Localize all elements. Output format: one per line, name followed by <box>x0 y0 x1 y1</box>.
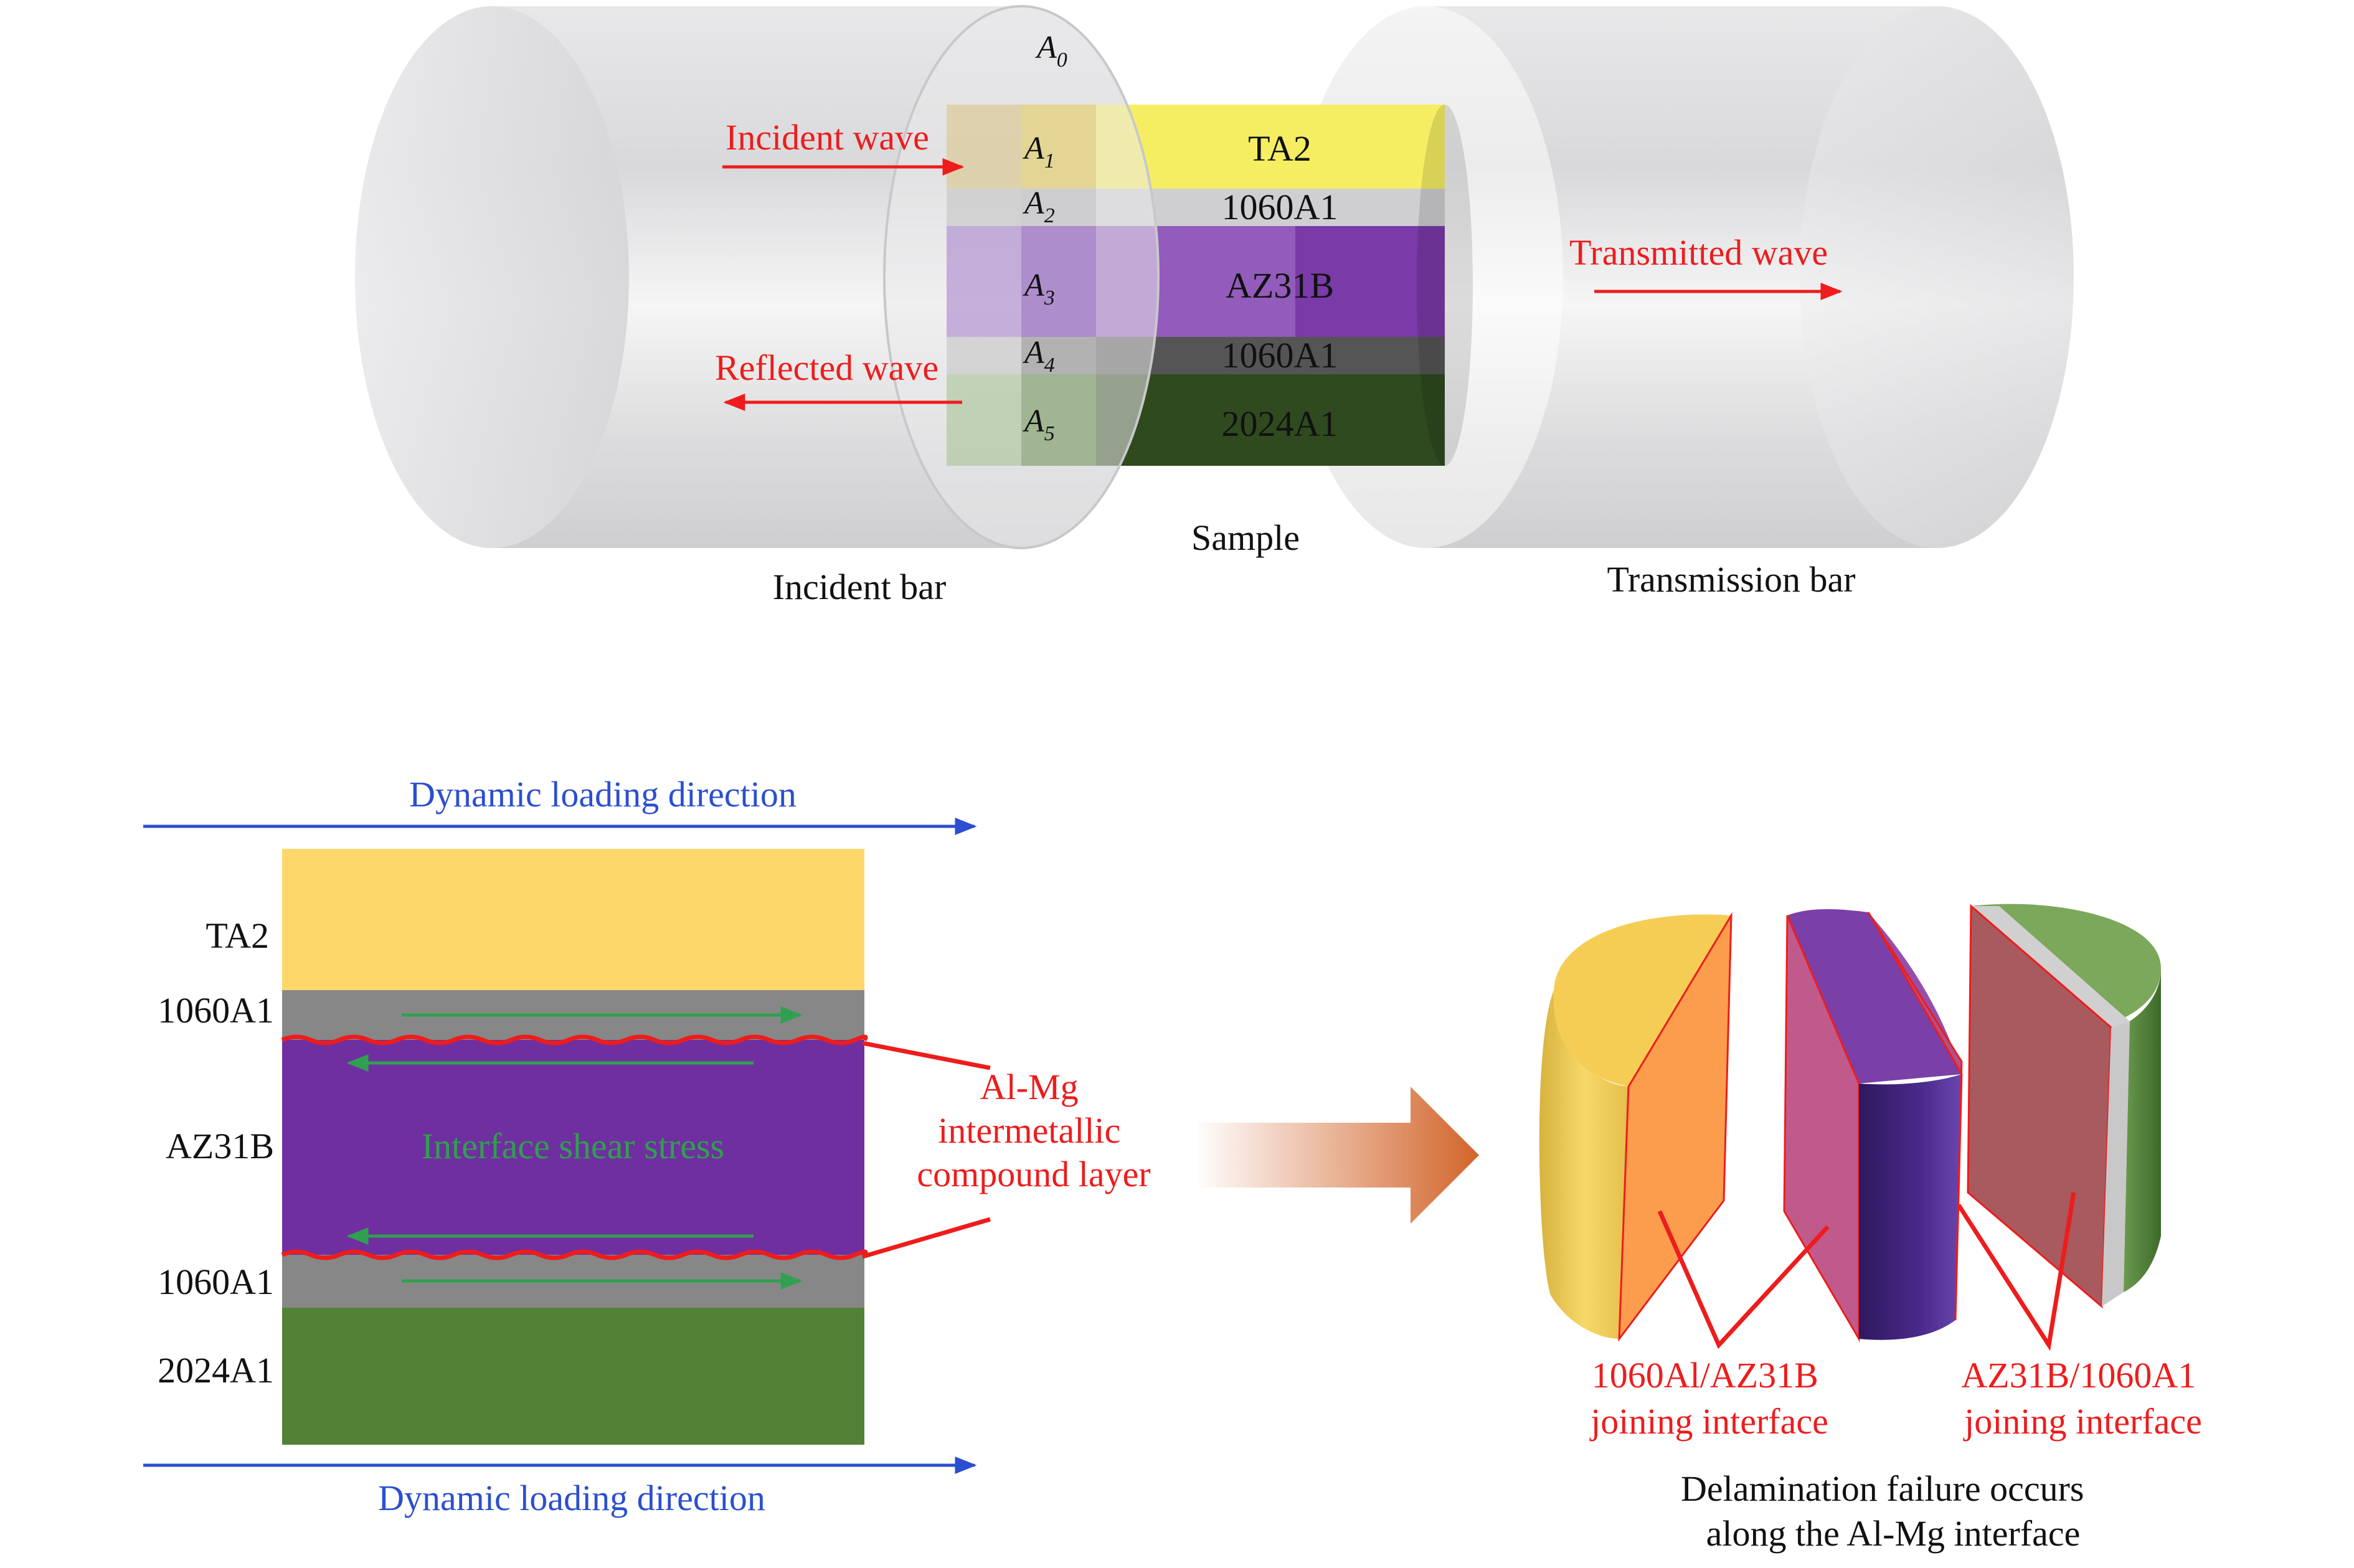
failure-caption: Delamination failure occurs along the Al… <box>1681 1468 2093 1554</box>
incident-bar-caption: Incident bar <box>773 567 947 607</box>
leader-left-interface <box>1657 1210 1830 1349</box>
area-label-a3: A3 <box>1023 268 1055 309</box>
layer-ta2 <box>282 849 864 990</box>
area-label-a2: A2 <box>1023 186 1055 227</box>
sample-label-1060a1-top: 1060A1 <box>1222 187 1338 227</box>
incident-bar-end-face <box>883 5 1160 549</box>
transmitted-wave-label: Transmitted wave <box>1569 232 1828 273</box>
loading-direction-bottom-label: Dynamic loading direction <box>378 1478 765 1518</box>
imc-leader-bottom <box>862 1217 991 1259</box>
area-labels: A0 A1 A2 A3 A4 A5 <box>1023 30 1067 445</box>
failed-sample: 1060Al/AZ31B joining interface AZ31B/106… <box>1539 904 2205 1554</box>
interface-left-label: 1060Al/AZ31B joining interface <box>1589 1355 1828 1442</box>
fragment-az31b <box>1783 909 1963 1343</box>
sample-label-ta2: TA2 <box>1248 128 1312 169</box>
shear-stress-label: Interface shear stress <box>422 1126 724 1166</box>
reflected-wave-label: Reflected wave <box>715 347 938 388</box>
cs-label-az31b: AZ31B <box>166 1126 274 1166</box>
cs-label-ta2: TA2 <box>206 915 269 956</box>
area-label-a5: A5 <box>1023 404 1055 445</box>
imc-interface-bottom <box>281 1249 868 1260</box>
cs-label-2024a1: 2024A1 <box>158 1350 274 1391</box>
fragment-2024a1 <box>1967 904 2161 1309</box>
sample-label-1060a1-bottom: 1060A1 <box>1222 335 1338 375</box>
sample-layer-labels: TA2 1060A1 AZ31B 1060A1 2024A1 <box>1222 128 1338 444</box>
sample-label-az31b: AZ31B <box>1226 265 1334 306</box>
leader-right-interface <box>1957 1192 2076 1351</box>
cs-label-1060a1-top: 1060A1 <box>158 990 274 1031</box>
transition-arrow <box>1199 1087 1479 1224</box>
interface-right-label: AZ31B/1060A1 joining interface <box>1961 1355 2205 1442</box>
area-label-a4: A4 <box>1023 335 1055 377</box>
loading-direction-top-label: Dynamic loading direction <box>409 774 796 815</box>
fragment-ta2 <box>1539 912 1732 1342</box>
cross-section: Dynamic loading direction Interface shea… <box>143 774 1151 1518</box>
imc-leader-top <box>862 1041 991 1070</box>
transmission-bar-caption: Transmission bar <box>1607 559 1855 600</box>
sample-caption: Sample <box>1191 517 1300 558</box>
incident-wave-label: Incident wave <box>726 117 929 158</box>
area-label-a1: A1 <box>1023 131 1055 172</box>
layer-2024a1 <box>282 1308 864 1445</box>
layer-az31b <box>282 1040 864 1255</box>
fragment-ta2-fracture-face <box>1618 912 1732 1342</box>
shpb-setup: A0 A1 A2 A3 A4 A5 TA2 1060A1 AZ31B 1060A… <box>355 5 2074 607</box>
cs-label-1060a1-bottom: 1060A1 <box>158 1262 274 1302</box>
imc-interface-top <box>281 1034 868 1046</box>
area-label-a0: A0 <box>1035 30 1067 72</box>
sample-label-2024a1: 2024A1 <box>1222 404 1338 444</box>
imc-label: Al-Mg intermetallic compound layer <box>917 1067 1150 1194</box>
